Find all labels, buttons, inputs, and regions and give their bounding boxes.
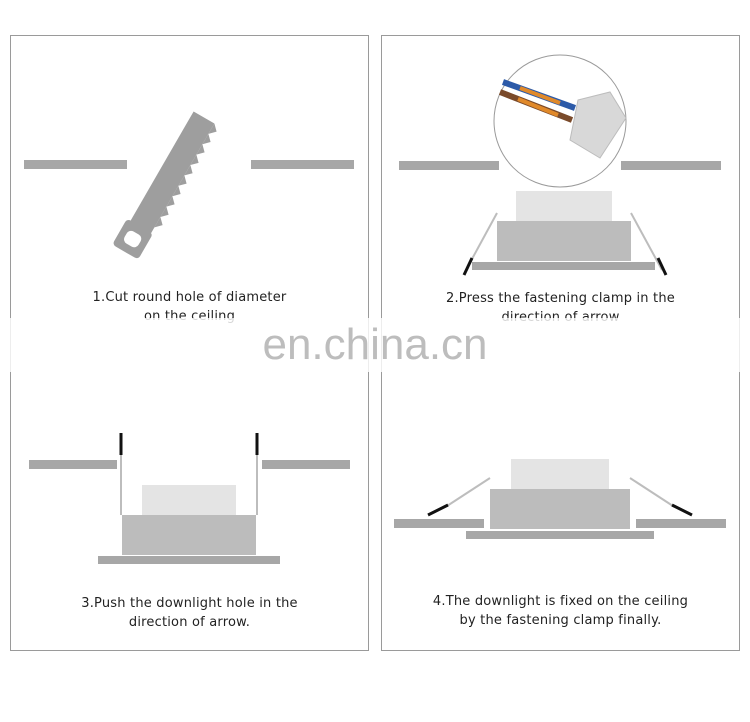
wire-icon bbox=[498, 79, 627, 159]
step-2-line1: 2.Press the fastening clamp in the bbox=[446, 291, 675, 306]
ceiling-left bbox=[29, 460, 117, 469]
step-4-line1: 4.The downlight is fixed on the ceiling bbox=[432, 594, 689, 609]
clip-left bbox=[427, 503, 449, 517]
step-4-caption: 4.The downlight is fixed on the ceiling … bbox=[381, 592, 740, 630]
watermark-text: en.china.cn bbox=[262, 320, 488, 369]
step-3-line2: direction of arrow. bbox=[128, 615, 251, 630]
ceiling-right bbox=[636, 519, 726, 528]
light-top bbox=[142, 485, 236, 515]
light-body bbox=[490, 489, 630, 529]
ceiling-right bbox=[621, 161, 721, 170]
light-trim bbox=[466, 531, 654, 539]
ceiling-right bbox=[262, 460, 350, 469]
step-3-line1: 3.Push the downlight hole in the bbox=[81, 596, 298, 611]
clip-left bbox=[462, 257, 474, 276]
clip-right bbox=[671, 503, 693, 517]
step-3-caption: 3.Push the downlight hole in the directi… bbox=[10, 594, 369, 632]
watermark-band bbox=[0, 318, 750, 372]
ceiling-left bbox=[399, 161, 499, 170]
light-body bbox=[497, 221, 631, 261]
step-1-line1: 1.Cut round hole of diameter bbox=[92, 290, 287, 305]
light-top bbox=[516, 191, 612, 221]
step-1-illustration bbox=[24, 111, 354, 259]
light-body bbox=[122, 515, 256, 555]
step-4-illustration bbox=[394, 459, 726, 539]
step-2-illustration bbox=[399, 54, 721, 276]
step-4-line2: by the fastening clamp finally. bbox=[459, 613, 662, 628]
light-trim bbox=[98, 556, 280, 564]
light-top bbox=[511, 459, 609, 489]
step-3-illustration bbox=[29, 433, 350, 564]
clip-right bbox=[656, 257, 668, 276]
saw-icon bbox=[113, 111, 217, 259]
light-trim bbox=[472, 262, 655, 270]
ceiling-left bbox=[394, 519, 484, 528]
ceiling-left bbox=[24, 160, 127, 169]
ceiling-right bbox=[251, 160, 354, 169]
